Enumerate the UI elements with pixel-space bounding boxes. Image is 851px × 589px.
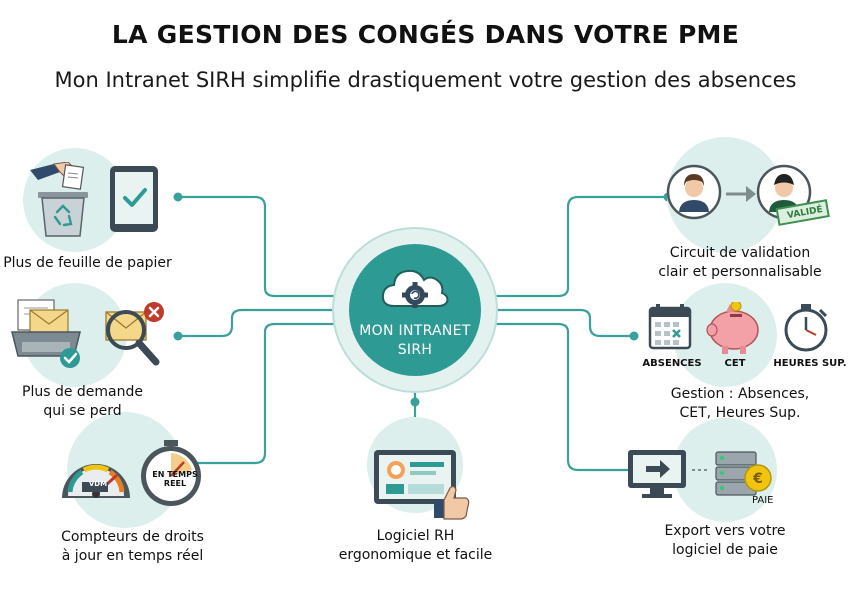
cloud-gear-icon bbox=[381, 269, 449, 308]
lost-feature-label: Plus de demande qui se perd bbox=[0, 383, 165, 421]
lost-request-illustration bbox=[11, 299, 164, 368]
lost-label-line2: qui se perd bbox=[43, 403, 122, 419]
counters-feature-label: Compteurs de droits à jour en temps réel bbox=[40, 528, 225, 566]
management-label-line2: CET, Heures Sup. bbox=[679, 405, 801, 421]
user-avatar-icon bbox=[666, 164, 722, 220]
management-label-line1: Gestion : Absences, bbox=[670, 386, 810, 402]
envelope-search-icon bbox=[105, 302, 164, 366]
export-feature-label: Export vers votre logiciel de paie bbox=[640, 522, 810, 560]
clock-text: EN TEMPS REEL bbox=[146, 470, 204, 488]
validation-feature-label: Circuit de validation clair et personnal… bbox=[650, 244, 830, 282]
export-label-line1: Export vers votre bbox=[664, 523, 786, 539]
gauge-text: VDM bbox=[88, 480, 108, 488]
lost-label-line1: Plus de demande bbox=[22, 384, 143, 400]
clock-text-line2: REEL bbox=[163, 479, 187, 488]
counters-label-line2: à jour en temps réel bbox=[61, 548, 204, 564]
clock-text-line1: EN TEMPS bbox=[152, 470, 198, 479]
hub-label-line1: MON INTRANET bbox=[359, 323, 471, 339]
paper-feature-illustration bbox=[30, 162, 158, 237]
page-title: LA GESTION DES CONGÉS DANS VOTRE PME bbox=[111, 20, 740, 49]
software-feature-label: Logiciel RH ergonomique et facile bbox=[318, 527, 513, 565]
tag-cet: CET bbox=[724, 358, 746, 369]
hub-label: MON INTRANET SIRH bbox=[347, 322, 483, 360]
page-subtitle: Mon Intranet SIRH simplifie drastiquemen… bbox=[54, 68, 797, 92]
stopwatch-icon bbox=[141, 440, 201, 506]
management-illustration bbox=[648, 302, 828, 354]
software-label-line1: Logiciel RH bbox=[376, 528, 455, 544]
hub-circle bbox=[332, 227, 498, 393]
monitor-arrow-icon bbox=[628, 450, 686, 498]
hub-label-line2: SIRH bbox=[397, 342, 433, 358]
thumbs-up-icon bbox=[434, 485, 470, 520]
counters-illustration bbox=[62, 440, 201, 506]
server-euro-icon: € bbox=[715, 451, 772, 496]
paper-feature-label: Plus de feuille de papier bbox=[0, 254, 175, 273]
validation-label-line1: Circuit de validation bbox=[669, 245, 811, 261]
export-label-line2: logiciel de paie bbox=[672, 542, 778, 558]
tag-heures-sup: HEURES SUP. bbox=[773, 358, 847, 369]
speedometer-icon bbox=[62, 464, 130, 498]
piggy-bank-icon bbox=[706, 302, 759, 354]
calendar-icon bbox=[648, 304, 692, 350]
management-feature-label: Gestion : Absences, CET, Heures Sup. bbox=[655, 385, 825, 423]
counters-label-line1: Compteurs de droits bbox=[61, 529, 204, 545]
export-illustration: € bbox=[628, 450, 772, 498]
validated-stamp bbox=[775, 199, 830, 226]
tag-absences: ABSENCES bbox=[642, 358, 702, 369]
laptop-ui-icon bbox=[374, 450, 456, 504]
inbox-tray-icon bbox=[11, 299, 81, 368]
svg-text:€: € bbox=[752, 471, 763, 487]
software-label-line2: ergonomique et facile bbox=[338, 547, 493, 563]
validation-label-line2: clair et personnalisable bbox=[658, 264, 822, 280]
validation-illustration bbox=[666, 164, 830, 226]
hand-document-icon bbox=[30, 162, 85, 190]
paper-label-line1: Plus de feuille de papier bbox=[3, 255, 172, 271]
tag-paie: PAIE bbox=[752, 495, 774, 506]
software-illustration bbox=[374, 450, 470, 520]
recycle-bin-icon bbox=[38, 192, 88, 237]
timer-icon bbox=[784, 304, 828, 352]
tablet-check-icon bbox=[110, 166, 158, 232]
